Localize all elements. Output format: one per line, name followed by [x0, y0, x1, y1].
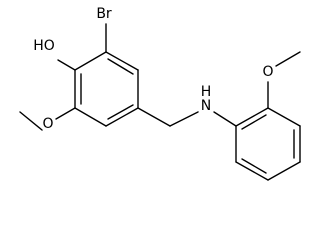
methoxy-oxygen-right: O [262, 64, 273, 80]
bond-c-oh [57, 59, 76, 71]
ring-bond-3 [74, 107, 107, 127]
ring-bond-6 [105, 51, 139, 71]
ring-double-bond-2 [107, 104, 134, 120]
bond-o-ch3-right [275, 51, 301, 67]
bond-ring-ch2 [137, 107, 171, 127]
ring2-bond-5 [235, 161, 269, 181]
phenol-ring [74, 51, 139, 127]
ring2-double-bond-1 [241, 114, 267, 130]
ring2-bond-1 [235, 107, 269, 127]
amine-n-label: N [201, 98, 211, 114]
chemical-structure-diagram: Br HO O H N O [19, 6, 301, 181]
hydroxyl-label: HO [33, 38, 55, 54]
ring2-bond-2 [267, 107, 301, 127]
bond-ch2-n [169, 111, 199, 127]
bond-c-o-left [55, 107, 76, 120]
ring-double-bond-3 [107, 58, 134, 75]
ring-bond-4 [105, 107, 139, 127]
bond-n-ring [213, 111, 237, 127]
methoxy-oxygen-left: O [42, 116, 53, 132]
ring2-bond-4 [267, 161, 301, 181]
amine-h-label: H [201, 84, 212, 100]
ring-bond-1 [74, 51, 107, 71]
ring2-double-bond-3 [241, 158, 267, 174]
bond-o-ch3-left [19, 111, 43, 131]
anisole-ring [235, 107, 301, 181]
bromine-label: Br [96, 6, 112, 22]
